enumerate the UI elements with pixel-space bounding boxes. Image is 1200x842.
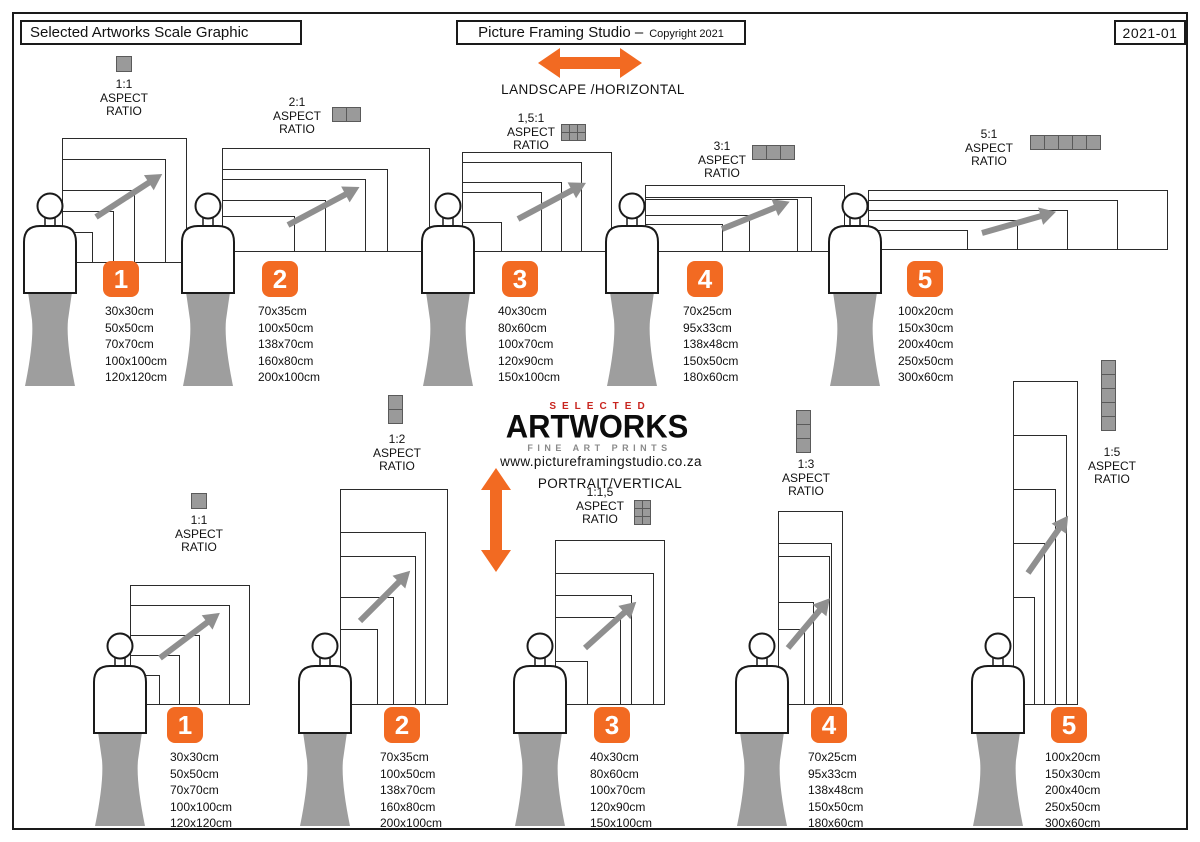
arrow-head-up	[481, 468, 511, 490]
studio-title-box: Picture Framing Studio – Copyright 2021	[456, 20, 746, 45]
logo-artworks-text: ARTWORKS	[505, 407, 689, 446]
studio-title: Picture Framing Studio –	[478, 24, 644, 41]
artworks-logo: SELECTED ARTWORKS FINE ART PRINTS	[497, 401, 697, 453]
portrait-section-label: PORTRAIT/VERTICAL	[537, 476, 683, 491]
doc-number: 2021-01	[1122, 24, 1178, 41]
arrow-bar	[490, 486, 502, 554]
landscape-direction-arrow-icon	[538, 48, 642, 78]
doc-number-box: 2021-01	[1114, 20, 1186, 45]
arrow-head-right	[620, 48, 642, 78]
copyright-text: Copyright 2021	[649, 27, 724, 40]
page-border	[12, 12, 1188, 830]
arrow-bar	[556, 57, 624, 69]
portrait-direction-arrow-icon	[481, 468, 511, 572]
page-title: Selected Artworks Scale Graphic	[30, 24, 249, 41]
arrow-head-left	[538, 48, 560, 78]
logo-subtitle-text: FINE ART PRINTS	[527, 443, 672, 453]
landscape-section-label: LANDSCAPE /HORIZONTAL	[501, 82, 685, 97]
logo-selected-text: SELECTED	[549, 401, 651, 412]
arrow-head-down	[481, 550, 511, 572]
website-url: www.pictureframingstudio.co.za	[500, 454, 702, 469]
page-title-box: Selected Artworks Scale Graphic	[20, 20, 302, 45]
